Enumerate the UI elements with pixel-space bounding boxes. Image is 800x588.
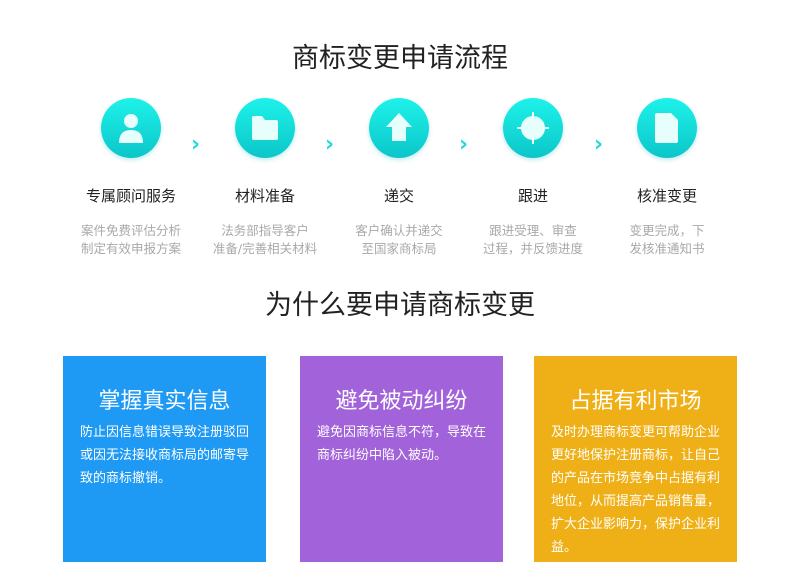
document-icon bbox=[637, 98, 697, 158]
why-title: 为什么要申请商标变更 bbox=[265, 290, 535, 321]
chevron-right-icon: › bbox=[459, 132, 469, 157]
step-desc: 跟进受理、审查 过程，并反馈进度 bbox=[482, 223, 583, 256]
chevron-right-icon: › bbox=[594, 132, 604, 157]
card-title: 占据有利市场 bbox=[569, 389, 702, 414]
upload-arrow-icon bbox=[369, 98, 429, 158]
step-title: 专属顾问服务 bbox=[85, 187, 176, 205]
card-body: 防止因信息错误导致注册驳回或因无法接收商标局的邮寄导致的商标撤销。 bbox=[80, 425, 250, 486]
step-consultant: 专属顾问服务 案件免费评估分析 制定有效申报方案 bbox=[64, 98, 198, 258]
step-materials: 材料准备 法务部指导客户 准备/完善相关材料 bbox=[198, 98, 332, 258]
process-title: 商标变更申请流程 bbox=[292, 43, 508, 74]
chevron-right-icon: › bbox=[191, 132, 201, 157]
step-desc: 客户确认并递交 至国家商标局 bbox=[355, 223, 443, 256]
card-body: 及时办理商标变更可帮助企业更好地保护注册商标，让自己的产品在市场竞争中占据有利地… bbox=[551, 425, 721, 555]
user-icon bbox=[101, 98, 161, 158]
card-body: 避免因商标信息不符，导致在商标纠纷中陷入被动。 bbox=[317, 425, 487, 463]
step-desc: 变更完成，下 发核准通知书 bbox=[629, 223, 705, 256]
step-submit: 递交 客户确认并递交 至国家商标局 bbox=[332, 98, 466, 258]
step-title: 跟进 bbox=[517, 187, 548, 205]
step-desc: 案件免费评估分析 制定有效申报方案 bbox=[80, 223, 181, 256]
step-follow-up: 跟进 跟进受理、审查 过程，并反馈进度 bbox=[466, 98, 600, 258]
card-title: 避免被动纠纷 bbox=[335, 389, 468, 414]
folder-icon bbox=[235, 98, 295, 158]
chevron-right-icon: › bbox=[325, 132, 335, 157]
target-icon bbox=[503, 98, 563, 158]
card-title: 掌握真实信息 bbox=[98, 389, 231, 414]
step-approval: 核准变更 变更完成，下 发核准通知书 bbox=[600, 98, 734, 258]
step-desc: 法务部指导客户 准备/完善相关材料 bbox=[212, 223, 318, 256]
card-real-info: 掌握真实信息 防止因信息错误导致注册驳回或因无法接收商标局的邮寄导致的商标撤销。 bbox=[63, 356, 266, 562]
card-market-position: 占据有利市场 及时办理商标变更可帮助企业更好地保护注册商标，让自己的产品在市场竞… bbox=[534, 356, 737, 562]
card-avoid-disputes: 避免被动纠纷 避免因商标信息不符，导致在商标纠纷中陷入被动。 bbox=[300, 356, 503, 562]
step-title: 核准变更 bbox=[636, 187, 697, 205]
step-title: 材料准备 bbox=[234, 187, 295, 205]
step-title: 递交 bbox=[383, 187, 414, 205]
